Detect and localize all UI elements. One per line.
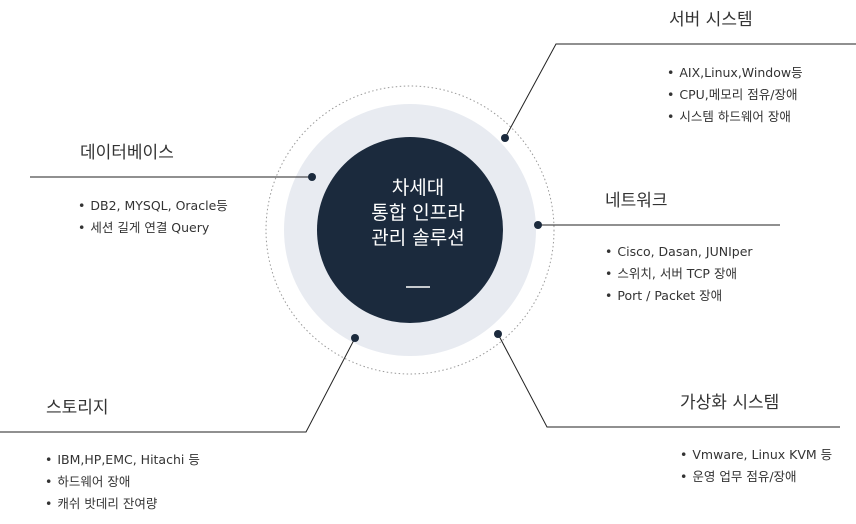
network-item: Port / Packet 장애	[605, 285, 753, 307]
storage-item: IBM,HP,EMC, Hitachi 등	[45, 449, 199, 471]
server-connector	[504, 43, 856, 139]
network-item: 스위치, 서버 TCP 장애	[605, 263, 753, 285]
server-item: AIX,Linux,Window등	[667, 62, 802, 84]
storage-connector	[0, 337, 356, 433]
server-item: 시스템 하드웨어 장애	[667, 106, 803, 128]
database-title: 데이터베이스	[80, 143, 174, 163]
network-dot	[534, 221, 542, 229]
storage-item: 하드웨어 장애	[45, 471, 200, 493]
center-title: 차세대 통합 인프라 관리 솔루션	[318, 176, 518, 251]
database-dot	[308, 173, 316, 181]
virtual-items: Vmware, Linux KVM 등 운영 업무 점유/장애	[680, 444, 832, 488]
outer-dotted-ring	[265, 85, 555, 375]
network-title: 네트워크	[605, 191, 668, 211]
center-line-2: 통합 인프라	[371, 202, 465, 224]
network-item: Cisco, Dasan, JUNIper	[605, 241, 752, 263]
database-item: DB2, MYSQL, Oracle등	[78, 195, 227, 217]
virtual-title: 가상화 시스템	[680, 393, 780, 413]
virtual-dot	[494, 330, 502, 338]
network-items: Cisco, Dasan, JUNIper 스위치, 서버 TCP 장애 Por…	[605, 241, 753, 307]
center-line-3: 관리 솔루션	[371, 227, 465, 249]
storage-dot	[351, 334, 359, 342]
server-dot	[501, 134, 509, 142]
center-line-1: 차세대	[391, 177, 445, 199]
virtual-item: Vmware, Linux KVM 등	[680, 444, 832, 466]
center-circle	[317, 137, 503, 323]
storage-item: 캐쉬 밧데리 잔여량	[45, 493, 200, 515]
database-items: DB2, MYSQL, Oracle등 세션 길게 연결 Query	[78, 195, 228, 239]
virtual-connector	[497, 333, 840, 428]
storage-title: 스토리지	[46, 398, 109, 418]
virtual-item: 운영 업무 점유/장애	[680, 466, 832, 488]
server-item: CPU,메모리 점유/장애	[667, 84, 803, 106]
server-items: AIX,Linux,Window등 CPU,메모리 점유/장애 시스템 하드웨어…	[667, 62, 803, 128]
server-title: 서버 시스템	[669, 10, 753, 30]
storage-items: IBM,HP,EMC, Hitachi 등 하드웨어 장애 캐쉬 밧데리 잔여량	[45, 449, 200, 515]
database-item: 세션 길게 연결 Query	[78, 217, 228, 239]
